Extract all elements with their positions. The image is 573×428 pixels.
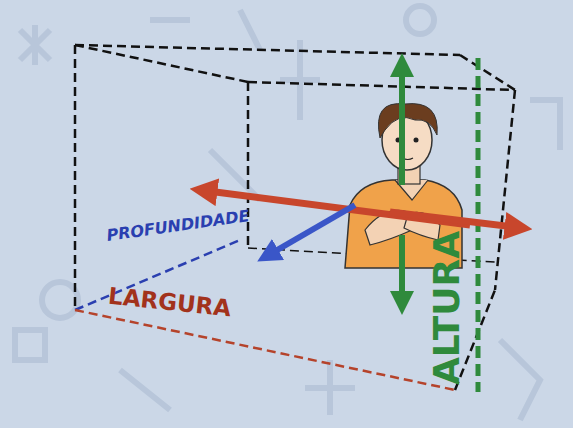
depth-arrow (265, 205, 355, 257)
height-arrow (399, 62, 405, 185)
background-symbols (15, 6, 560, 420)
height-label: ALTURA (429, 231, 465, 385)
width-arrow (390, 212, 522, 228)
height-arrow (399, 235, 405, 306)
width-edge (75, 310, 455, 390)
